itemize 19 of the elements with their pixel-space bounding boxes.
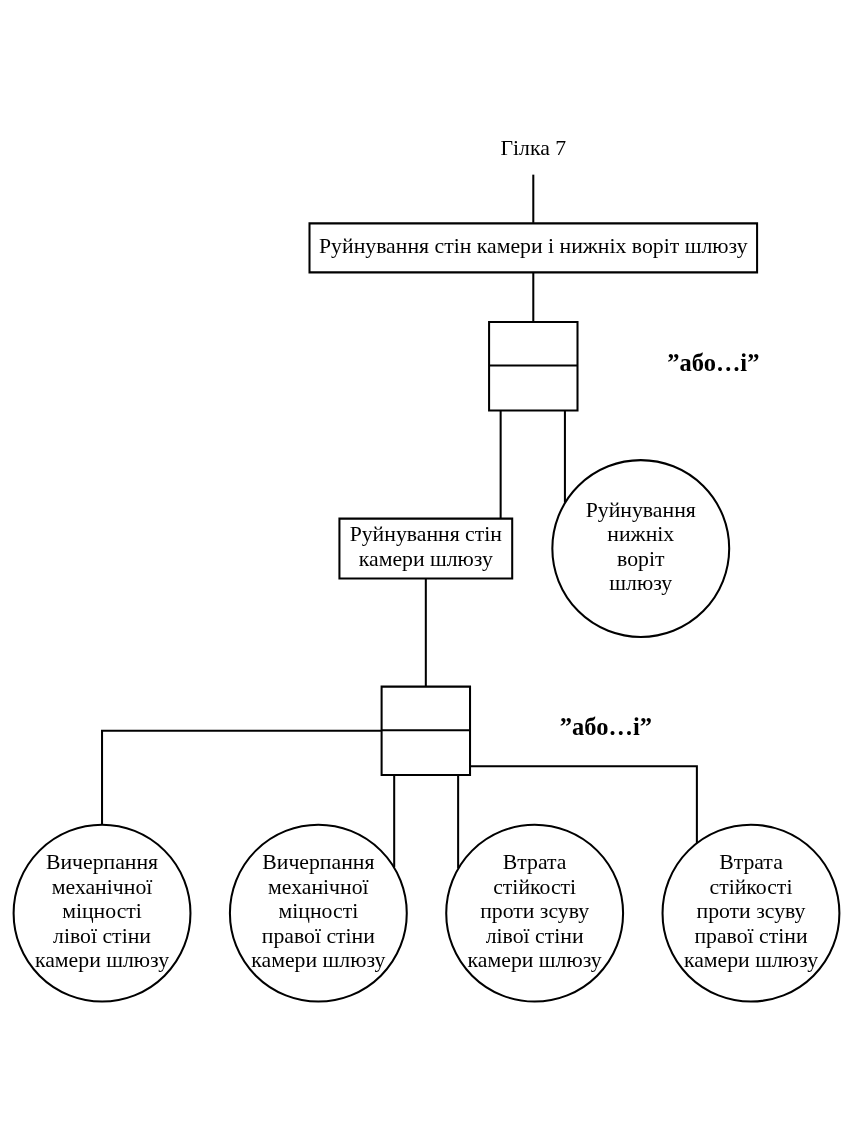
connector	[393, 775, 396, 868]
node-circle: Руйнування нижніх воріт шлюзу	[551, 459, 731, 638]
node-circle: Вичерпання механічної міцності лівої стіни камери шлюзу	[12, 823, 192, 1003]
node-box: Руйнування стін камери і нижніх воріт шлюзу	[308, 222, 759, 274]
node-label: ”або…і”	[667, 348, 760, 376]
connector	[532, 174, 535, 223]
connector	[532, 272, 535, 322]
connector	[101, 729, 382, 825]
connector	[457, 775, 460, 869]
node-label: ”або…і”	[559, 713, 652, 741]
connector	[470, 765, 698, 844]
node-text: Гілка 7	[500, 136, 567, 161]
connector	[424, 578, 427, 687]
node-box: Руйнування стін камери шлюзу	[338, 517, 514, 580]
connector	[499, 410, 502, 519]
connector	[563, 410, 566, 503]
node-circle: Вичерпання механічної міцності правої стіни камери шлюзу	[228, 823, 408, 1003]
node-circle: Втрата стійкості проти зсуву лівої стіни камери шлюзу	[445, 823, 625, 1003]
node-circle: Втрата стійкості проти зсуву правої стіни камери шлюзу	[661, 823, 841, 1003]
